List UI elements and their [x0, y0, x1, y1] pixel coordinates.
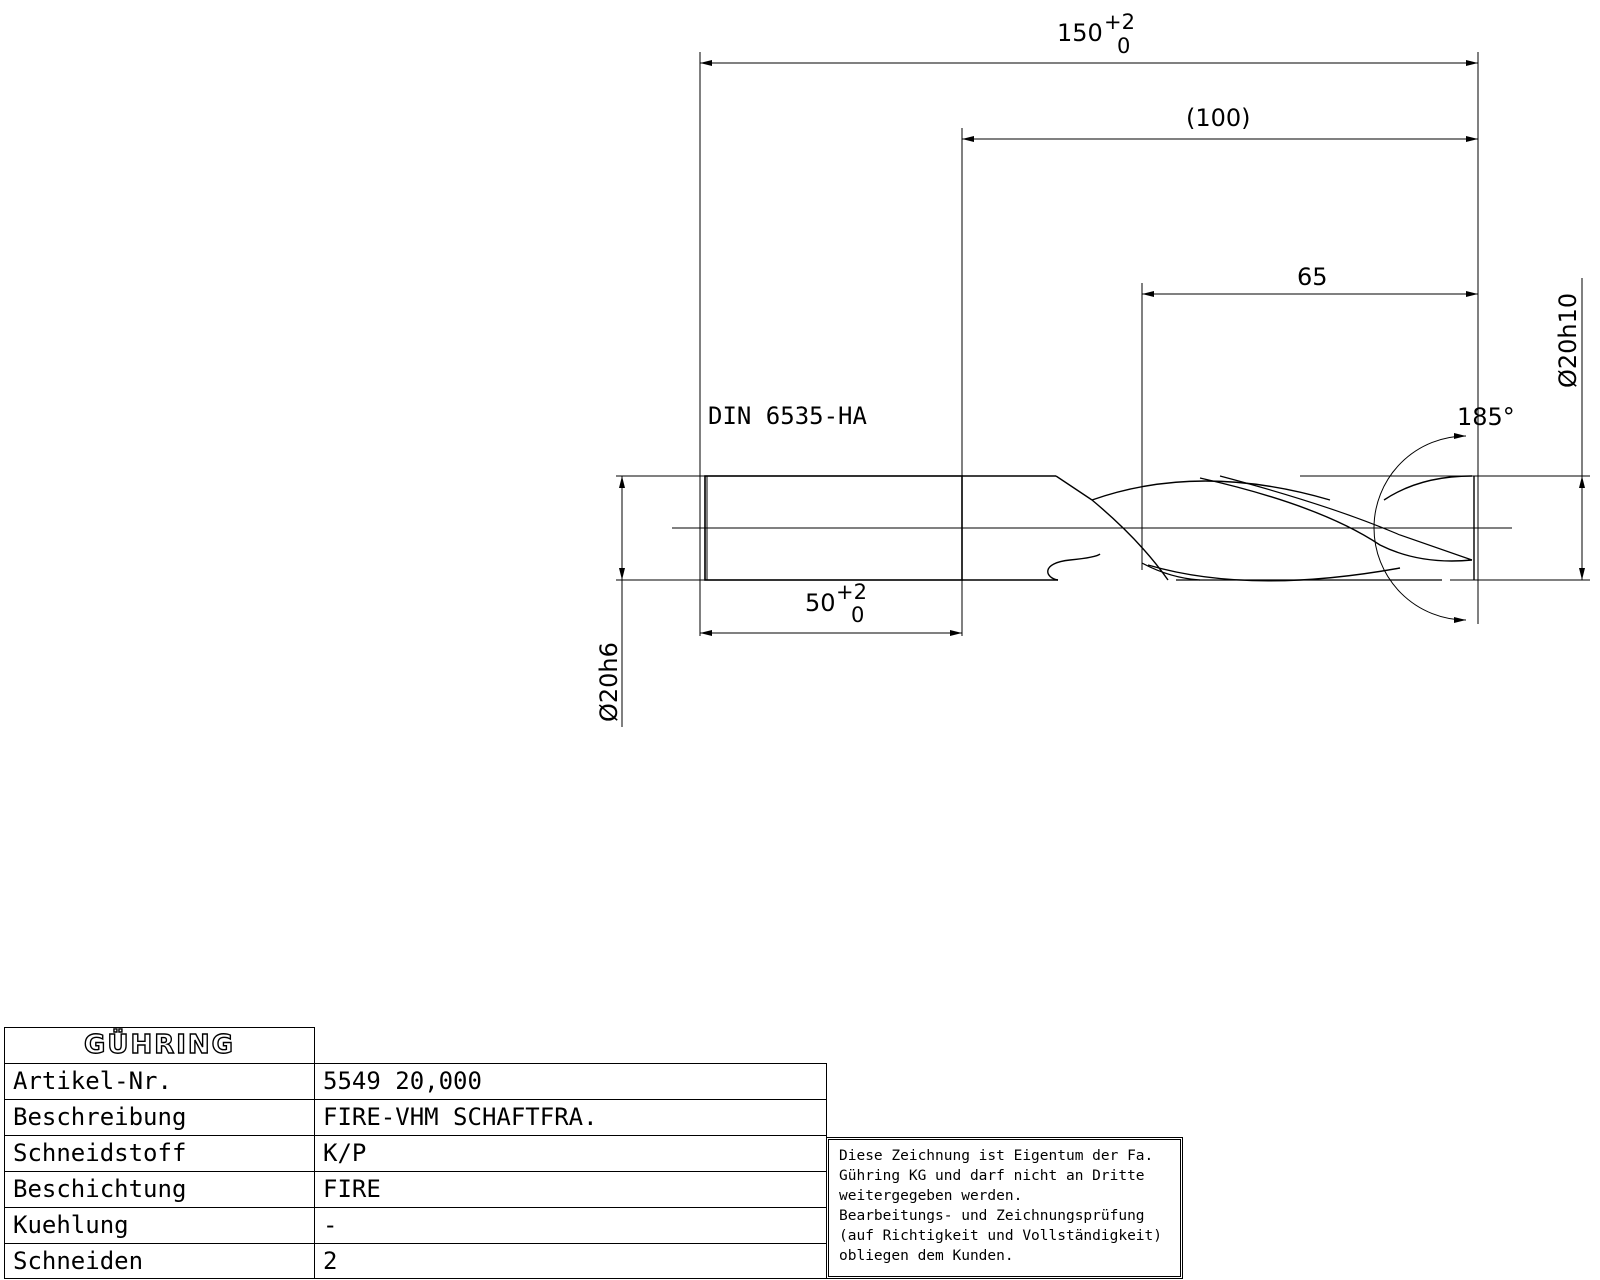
shank-length-base: 50: [805, 589, 836, 617]
title-block: GÜHRING Artikel-Nr. 5549 20,000 Beschrei…: [4, 1027, 827, 1279]
label-artikel-nr: Artikel-Nr.: [4, 1063, 315, 1100]
end-mill-outline: [672, 475, 1512, 582]
notice-line: weitergegeben werden.: [839, 1188, 1023, 1204]
shank-length-lower-tolerance: 0: [851, 603, 864, 627]
shank: [704, 475, 963, 581]
label-beschichtung: Beschichtung: [4, 1171, 315, 1208]
overall-length-base: 150: [1057, 19, 1103, 47]
label-schneiden: Schneiden: [4, 1243, 315, 1279]
value-beschreibung: FIRE-VHM SCHAFTFRA.: [314, 1099, 827, 1136]
point-angle-text: 185°: [1457, 403, 1515, 431]
notice-line: Bearbeitungs- und Zeichnungsprüfung: [839, 1208, 1145, 1224]
value-beschichtung: FIRE: [314, 1171, 827, 1208]
overall-length-lower-tolerance: 0: [1117, 34, 1130, 58]
ownership-notice: Diese Zeichnung ist Eigentum der Fa. Güh…: [826, 1137, 1183, 1279]
value-schneiden: 2: [314, 1243, 827, 1279]
reference-length-text: (100): [1186, 104, 1251, 132]
company-logo: GÜHRING: [4, 1027, 315, 1064]
value-schneidstoff: K/P: [314, 1135, 827, 1172]
cutting-diameter-text: Ø20h10: [1554, 293, 1582, 388]
label-schneidstoff: Schneidstoff: [4, 1135, 315, 1172]
value-artikel-nr: 5549 20,000: [314, 1063, 827, 1100]
label-beschreibung: Beschreibung: [4, 1099, 315, 1136]
notice-line: (auf Richtigkeit und Vollständigkeit): [839, 1228, 1163, 1244]
dimension-texts: 150 +2 0 (100) 65 50 +2 0 DIN 6535-HA 18…: [595, 10, 1582, 722]
value-kuehlung: -: [314, 1207, 827, 1244]
label-kuehlung: Kuehlung: [4, 1207, 315, 1244]
notice-line: Gühring KG und darf nicht an Dritte: [839, 1168, 1145, 1184]
notice-line: Diese Zeichnung ist Eigentum der Fa.: [839, 1148, 1154, 1164]
notice-line: obliegen dem Kunden.: [839, 1248, 1014, 1264]
overall-length-upper-tolerance: +2: [1104, 10, 1135, 34]
dimension-lines: [619, 60, 1585, 636]
extension-lines: [616, 52, 1590, 727]
flute-length-text: 65: [1297, 263, 1328, 291]
shank-length-upper-tolerance: +2: [836, 580, 867, 604]
shank-diameter-text: Ø20h6: [595, 642, 623, 722]
standard-label: DIN 6535-HA: [708, 402, 867, 430]
